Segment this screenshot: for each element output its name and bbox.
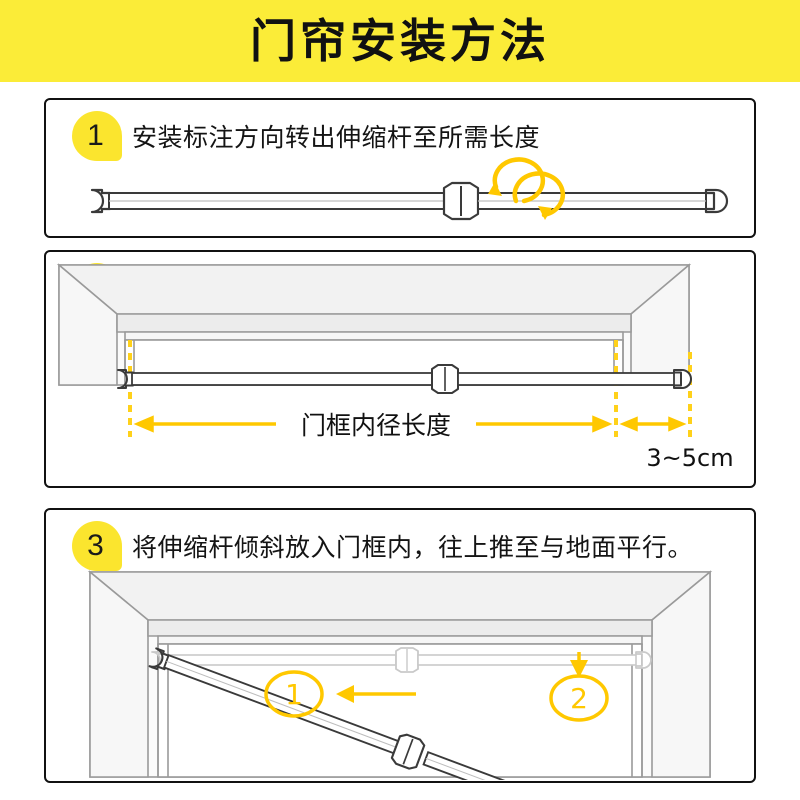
step-1-text: 安装标注方向转出伸缩杆至所需长度 [132,123,541,152]
step-3-header: 3 将伸缩杆倾斜放入门框内，往上推至与地面平行。 [72,521,694,571]
telescoping-rod [117,364,692,394]
step-3-number: 3 [87,529,104,562]
rod-coupling [390,733,426,770]
step-2-header: 2 伸缩杆的长度大于门框内径长度3~5cm [72,263,583,313]
step-3-badge: 3 [72,521,122,571]
badge-bubble-shape [72,111,122,161]
measurement-guide-lines [128,340,692,437]
callout-2-label: 2 [570,682,588,715]
door-frame-perspective [87,570,713,778]
step-2-panel: 2 伸缩杆的长度大于门框内径长度3~5cm [44,250,756,488]
rotation-arrow-icon [492,157,566,218]
rod-tube-left [131,372,433,386]
step-1-panel: 1 安装标注方向转出伸缩杆至所需长度 [44,98,756,238]
rod-tube-left [108,192,445,210]
rod-tube-right [422,750,600,780]
step-1-header: 1 安装标注方向转出伸缩杆至所需长度 [72,111,541,161]
callout-2-arrowhead [570,660,588,678]
title-banner: 门帘安装方法 [0,0,800,82]
step-3-text: 将伸缩杆倾斜放入门框内，往上推至与地面平行。 [132,533,694,562]
rod-tube-right [457,372,675,386]
ghost-rod-final-position [151,647,652,673]
callout-2 [549,652,609,722]
badge-bubble-shape [72,521,122,571]
step-1-number: 1 [87,119,104,152]
rod-end-cap-left [117,369,134,389]
callout-2-circle [549,674,609,722]
callout-1 [264,670,416,718]
rod-end-cap-left [90,188,112,214]
rod-tube-right [477,192,707,210]
rotation-arrow-heads [488,182,552,220]
dimension-arrows [133,415,687,433]
callout-1-arrowhead [336,685,354,703]
step-2-badge: 2 [72,263,122,313]
telescoping-rod [90,181,729,221]
overhang-dimension-label: 3~5cm [646,444,733,472]
rod-coupling [442,181,480,221]
rod-coupling [431,364,459,394]
rod-tube-left [162,653,400,755]
callout-1-label: 1 [285,678,303,711]
step-2-text: 伸缩杆的长度大于门框内径长度3~5cm [132,275,583,304]
rod-end-cap-right [673,369,692,389]
rod-end-cap-left [148,647,171,671]
tilted-rod [148,647,600,780]
step-2-number: 2 [87,271,104,304]
page-title: 门帘安装方法 [250,14,550,68]
step-1-badge: 1 [72,111,122,161]
callout-1-circle [264,670,324,718]
step-3-panel: 3 将伸缩杆倾斜放入门框内，往上推至与地面平行。 [44,508,756,783]
inner-width-dimension-label: 门框内径长度 [301,411,451,440]
rod-end-cap-right [704,188,729,214]
